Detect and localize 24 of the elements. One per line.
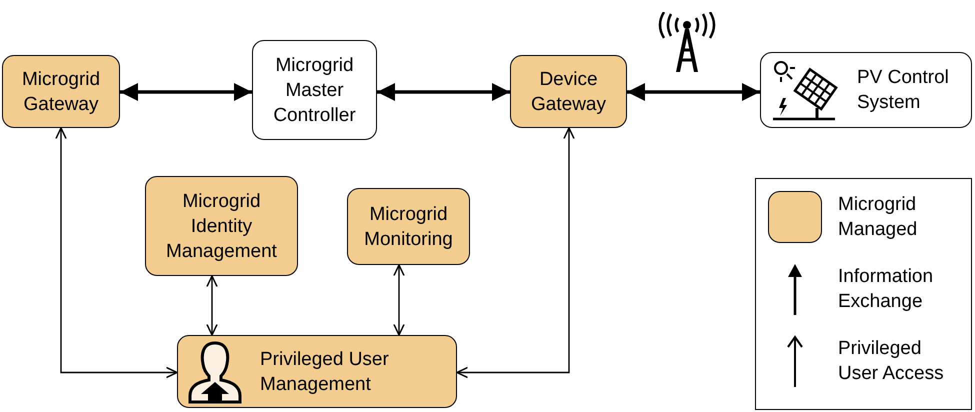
arrow: [120, 83, 252, 101]
node-label: Microgrid Monitoring: [363, 202, 454, 252]
arrow: [456, 127, 575, 378]
legend-label: Information Exchange: [838, 265, 934, 314]
process-box: [760, 52, 972, 128]
process-box: [145, 176, 298, 276]
node-label: PV Control System: [856, 66, 950, 115]
process-box: [252, 40, 377, 140]
arrow: [206, 275, 218, 336]
node-label: Privileged User Management: [259, 348, 390, 396]
arrow: [55, 127, 178, 378]
arrow: [377, 83, 510, 101]
arrow: [627, 83, 760, 101]
node-label: Microgrid Identity Management: [165, 190, 278, 264]
node-label: Device Gateway: [530, 68, 607, 116]
legend-label: Microgrid Managed: [838, 193, 918, 242]
node-label: Microgrid Gateway: [20, 68, 102, 116]
node-label: Microgrid Master Controller: [272, 54, 357, 128]
legend-label: Privileged User Access: [838, 337, 945, 386]
arrow: [393, 264, 405, 336]
process-box: [510, 55, 627, 128]
process-box: [2, 55, 120, 128]
process-box: [177, 335, 457, 408]
process-box: [347, 188, 470, 265]
